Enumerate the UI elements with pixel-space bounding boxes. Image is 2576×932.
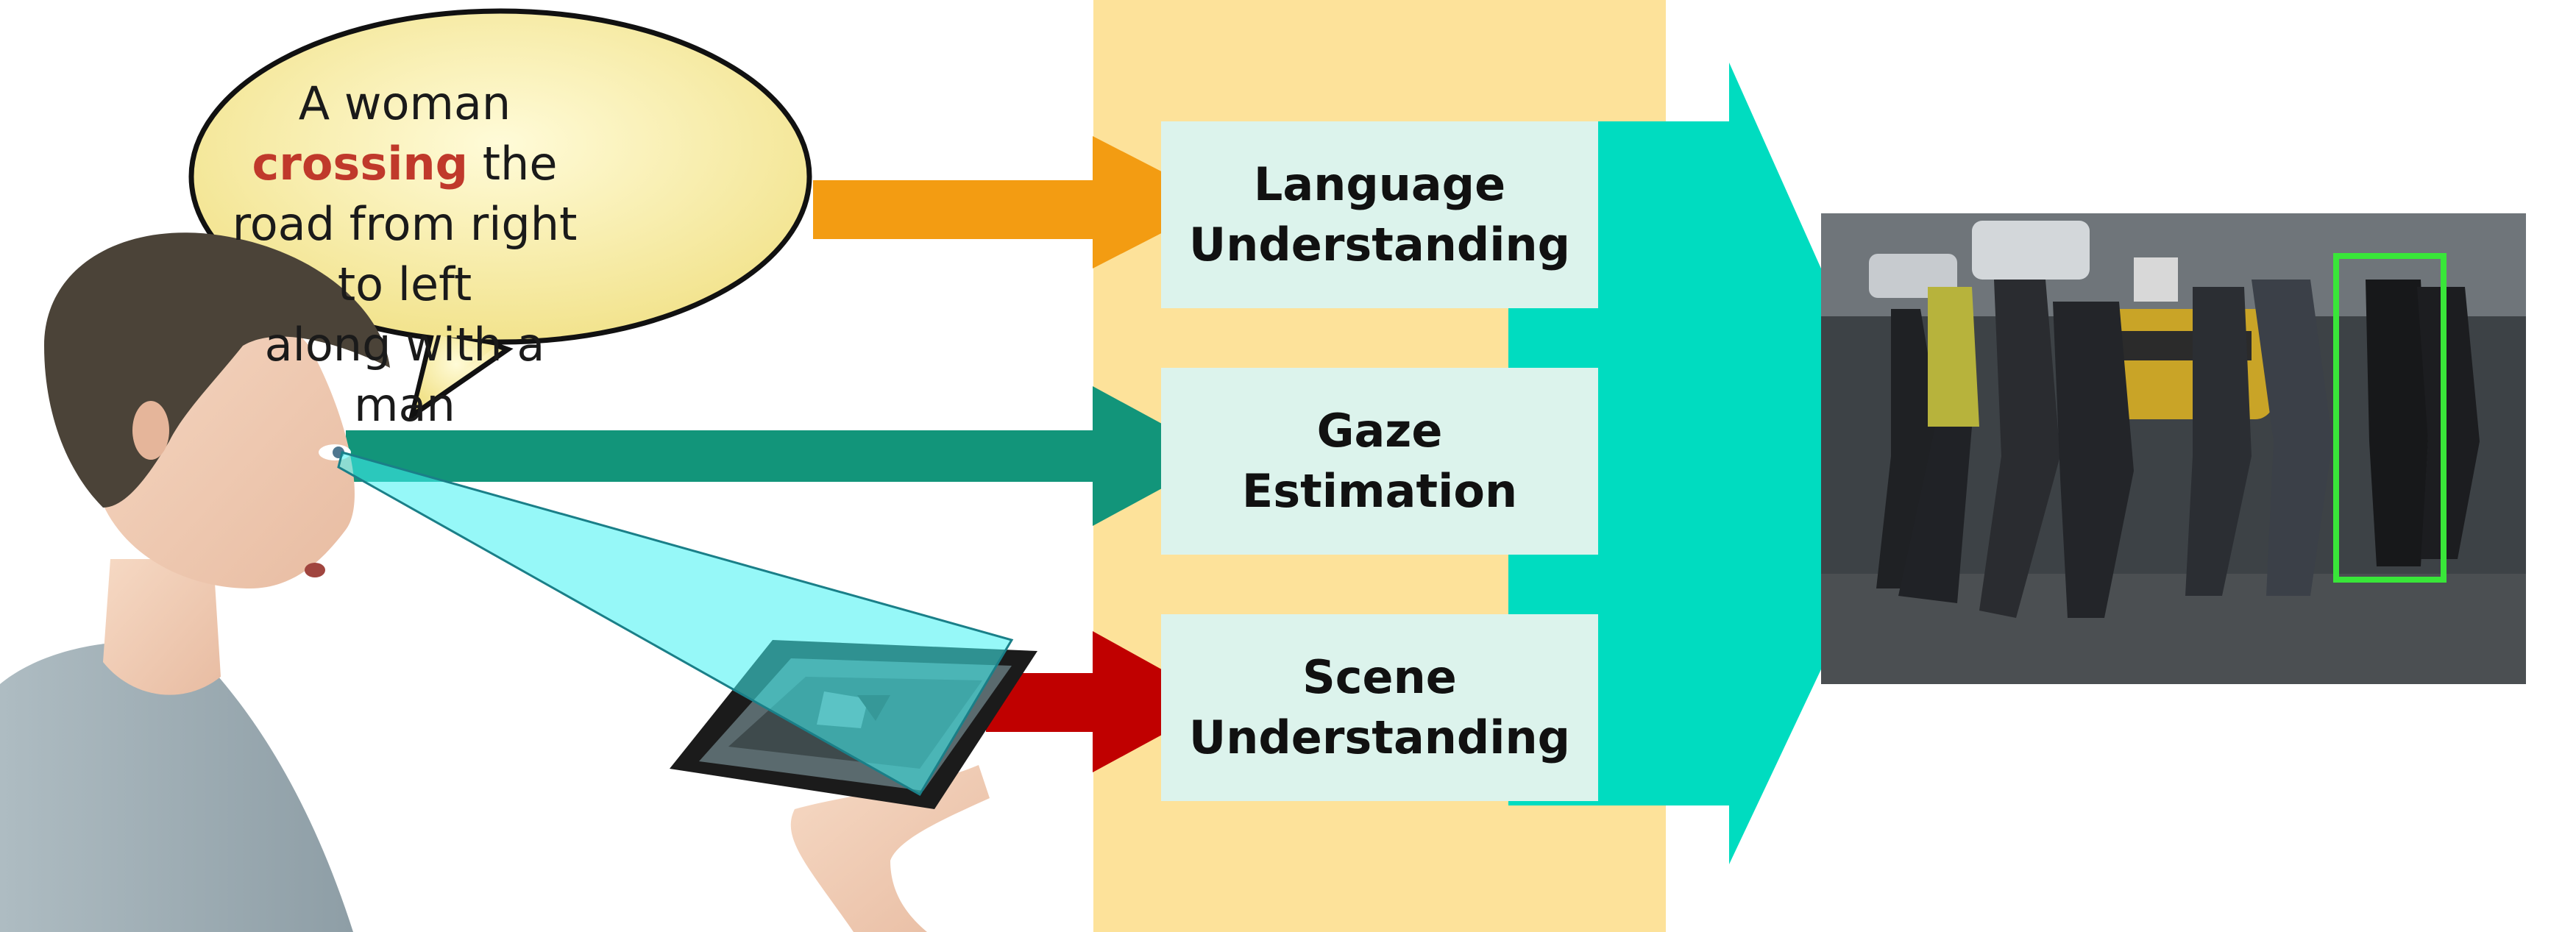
gaze-cone: [337, 451, 1014, 797]
language-module-line-1: Language: [1253, 157, 1506, 211]
speech-line-1-suffix: the: [468, 137, 558, 191]
gaze-module-line-2: Estimation: [1241, 464, 1518, 518]
scene-understanding-box: Scene Understanding: [1161, 614, 1598, 801]
scene-arrow: [986, 631, 1221, 772]
scene-module-line-2: Understanding: [1188, 711, 1571, 764]
target-bounding-box: [2333, 253, 2447, 583]
language-arrow: [813, 136, 1221, 268]
person-illustration: [0, 232, 990, 932]
gaze-arrow: [346, 386, 1221, 526]
gaze-module-line-1: Gaze: [1316, 404, 1443, 458]
speech-bubble-text: A woman crossing the road from right to …: [213, 74, 596, 435]
speech-line-1: A woman crossing the: [213, 74, 596, 194]
speech-line-3: along with a man: [264, 318, 545, 432]
speech-line-1-prefix: A woman: [298, 77, 511, 130]
language-understanding-box: Language Understanding: [1161, 121, 1598, 308]
speech-bubble: [188, 8, 812, 422]
language-module-line-2: Understanding: [1188, 218, 1571, 271]
gaze-estimation-box: Gaze Estimation: [1161, 368, 1598, 555]
fusion-arrow: [1508, 63, 1913, 864]
speech-highlight-verb: crossing: [252, 137, 469, 191]
scene-module-line-1: Scene: [1302, 650, 1457, 704]
speech-line-2: road from right to left: [232, 197, 578, 311]
street-scene-photo: [1821, 213, 2526, 684]
